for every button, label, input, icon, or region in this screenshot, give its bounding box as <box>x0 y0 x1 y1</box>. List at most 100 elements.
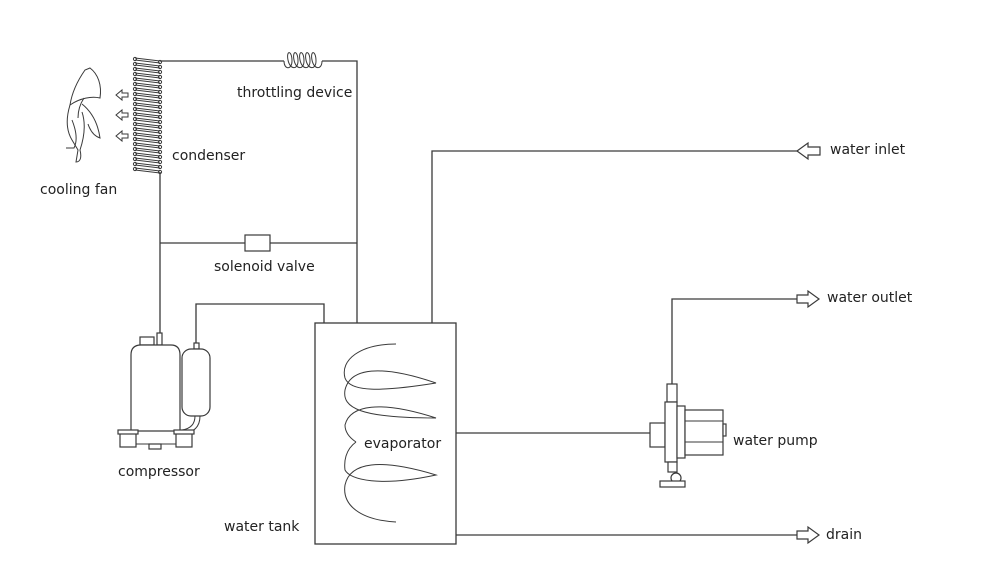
coil-winding <box>134 82 161 89</box>
coil-winding <box>134 92 161 99</box>
water-inlet-arrow-icon <box>795 141 821 161</box>
pipes <box>159 60 800 536</box>
coil-bend <box>157 134 163 140</box>
spring-coil-icon <box>283 52 323 69</box>
valve-icon <box>244 234 271 252</box>
coil-bend <box>157 124 163 130</box>
label-water-inlet: water inlet <box>830 142 906 158</box>
label-compressor: compressor <box>118 464 200 480</box>
coil-bend <box>157 159 163 165</box>
coil-bend <box>157 99 163 105</box>
coil-bend <box>132 86 138 92</box>
coil-bend <box>132 136 138 142</box>
coil-bend <box>132 81 138 87</box>
coil-bend <box>157 114 163 120</box>
coil-winding <box>134 57 161 64</box>
coil-bend <box>157 84 163 90</box>
coil-bend <box>132 71 138 77</box>
coil-bend <box>132 101 138 107</box>
coil-winding <box>134 72 161 79</box>
coil-bend <box>132 91 138 97</box>
pipe-water-inlet <box>431 150 800 323</box>
coil-winding <box>134 157 161 164</box>
coil-winding <box>134 162 161 169</box>
coil-winding <box>134 87 161 94</box>
coil-winding <box>134 147 161 154</box>
coil-bend <box>157 149 163 155</box>
coil-bend <box>157 119 163 125</box>
coil-bend <box>132 106 138 112</box>
coil-bend <box>132 61 138 67</box>
coil-winding <box>134 127 161 134</box>
coil-bend <box>132 126 138 132</box>
coil-bend <box>157 109 163 115</box>
coil-bend <box>157 129 163 135</box>
pipe-throttle-to-tank <box>322 60 358 323</box>
label-evaporator: evaporator <box>364 436 442 452</box>
coil-bend <box>157 139 163 145</box>
label-water-tank: water tank <box>224 519 300 535</box>
coil-icon <box>132 56 163 175</box>
coil-winding <box>134 142 161 149</box>
label-cooling-fan: cooling fan <box>40 182 118 198</box>
spiral-coil-icon <box>343 343 438 523</box>
coil-bend <box>132 161 138 167</box>
coil-winding <box>134 152 161 159</box>
coil-bend <box>157 169 163 175</box>
drain-arrow-icon <box>796 525 821 545</box>
coil-bend <box>157 144 163 150</box>
coil-bend <box>132 56 138 62</box>
coil-bend <box>157 74 163 80</box>
pipe-pump-to-outlet <box>671 298 797 384</box>
coil-bend <box>132 121 138 127</box>
coil-bend <box>157 69 163 75</box>
coil-bend <box>157 89 163 95</box>
airflow-arrows <box>115 88 129 143</box>
fan-icon <box>66 67 101 163</box>
coil-bend <box>157 59 163 65</box>
coil-bend <box>157 94 163 100</box>
coil-bend <box>157 104 163 110</box>
coil-winding <box>134 132 161 139</box>
coil-bend <box>157 79 163 85</box>
coil-bend <box>132 131 138 137</box>
coil-bend <box>157 154 163 160</box>
coil-winding <box>134 117 161 124</box>
water-outlet-arrow-icon <box>796 289 821 309</box>
compressor-icon <box>117 332 211 450</box>
coil-winding <box>134 67 161 74</box>
label-condenser: condenser <box>172 148 246 164</box>
coil-winding <box>134 167 161 174</box>
coil-bend <box>132 156 138 162</box>
coil-bend <box>132 116 138 122</box>
arrow-left-icon <box>115 108 129 122</box>
arrow-left-icon <box>115 129 129 143</box>
coil-bend <box>132 76 138 82</box>
coil-winding <box>134 107 161 114</box>
label-solenoid-valve: solenoid valve <box>214 259 315 275</box>
coil-winding <box>134 62 161 69</box>
coil-bend <box>132 66 138 72</box>
coil-winding <box>134 112 161 119</box>
coil-bend <box>132 166 138 172</box>
coil-bend <box>132 146 138 152</box>
coil-bend <box>157 64 163 70</box>
label-water-outlet: water outlet <box>827 290 913 306</box>
pipe-accumulator-to-tank <box>195 303 325 347</box>
pump-icon <box>649 383 727 488</box>
arrow-left-icon <box>115 88 129 102</box>
coil-bend <box>157 164 163 170</box>
coil-winding <box>134 97 161 104</box>
label-throttling-device: throttling device <box>237 85 353 101</box>
label-water-pump: water pump <box>733 433 818 449</box>
coil-winding <box>134 77 161 84</box>
coil-bend <box>132 151 138 157</box>
tank-icon <box>314 322 457 545</box>
label-drain: drain <box>826 527 862 543</box>
coil-winding <box>134 122 161 129</box>
coil-bend <box>132 111 138 117</box>
coil-winding <box>134 102 161 109</box>
coil-bend <box>132 96 138 102</box>
coil-bend <box>132 141 138 147</box>
